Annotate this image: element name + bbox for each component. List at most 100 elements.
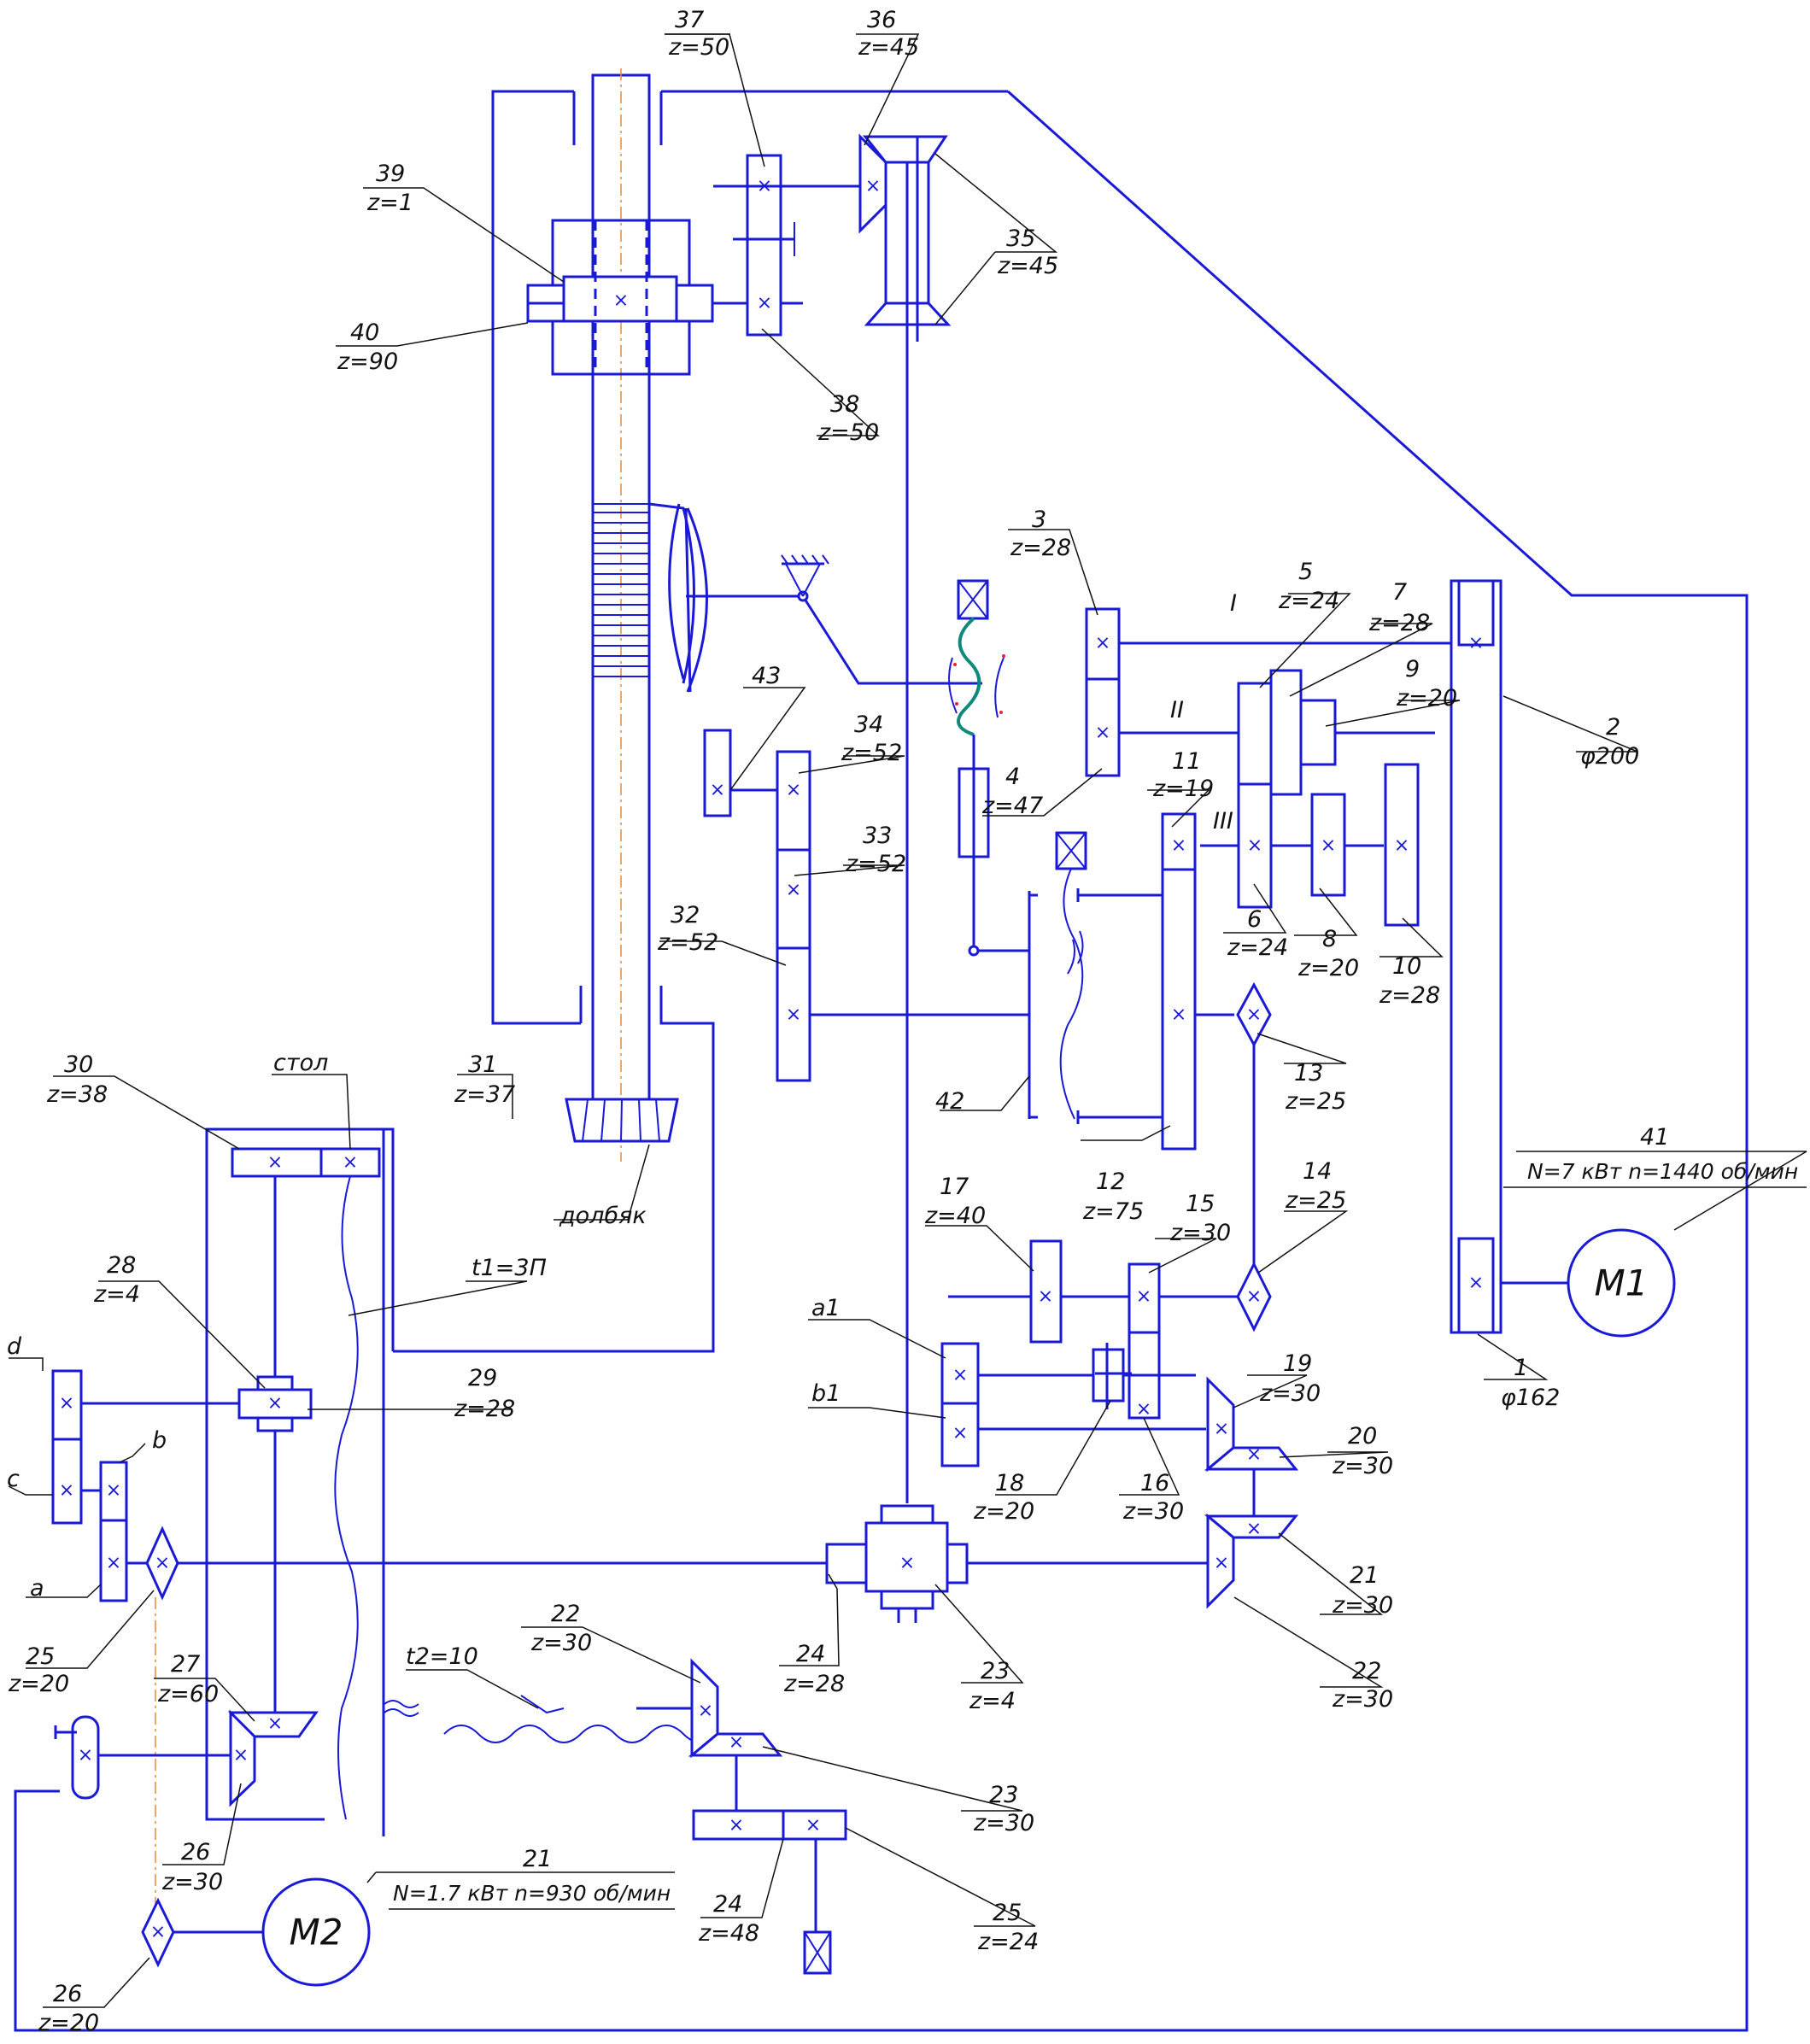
label-24b-z: z=48 [698, 1920, 759, 1947]
gear-6-mark: × [1247, 835, 1262, 857]
shaft-I-label: I [1230, 590, 1237, 617]
label-3-z: z=28 [1010, 535, 1071, 561]
label-20-z: z=30 [1332, 1453, 1393, 1479]
gear-10-mark: × [1394, 835, 1409, 857]
gear-25b-mark: × [805, 1815, 821, 1836]
bevel-gears-19-22-right: × × × × [1204, 1376, 1299, 1609]
label-m1-num: 41 [1640, 1124, 1669, 1151]
gear-43-mark: × [710, 780, 725, 801]
gearbox-shafts [1119, 641, 1451, 847]
label-m2-num: 21 [523, 1846, 552, 1872]
label-8-num: 8 [1322, 926, 1337, 952]
change-gears-abcd: × × × × × [51, 1369, 179, 1905]
label-m1-spec: N=7 кВт n=1440 об/мин [1527, 1159, 1798, 1184]
label-20-num: 20 [1348, 1423, 1377, 1450]
gear-13-mark: × [1246, 1004, 1262, 1026]
label-1-num: 1 [1514, 1355, 1528, 1381]
handwheel-mark: × [78, 1745, 93, 1766]
label-14-num: 14 [1303, 1158, 1332, 1185]
bevel-gears-22-23-bottom: × × [688, 1658, 783, 1811]
gear-26-mark: × [233, 1745, 249, 1766]
label-table: стол [273, 1050, 328, 1076]
worm-28-29: × [81, 1375, 313, 1432]
gear-32-mark: × [786, 1004, 801, 1026]
gear-15-mark: × [1136, 1286, 1151, 1308]
label-33-z: z=52 [845, 851, 906, 877]
gear-39-mark: × [613, 290, 629, 312]
label-29-z: z=28 [454, 1396, 515, 1422]
label-25l-z: z=20 [8, 1671, 69, 1697]
label-38-z: z=50 [817, 419, 879, 446]
label-3-num: 3 [1032, 507, 1046, 533]
label-underlines [389, 33, 1807, 1910]
gear-27-mark: × [267, 1713, 283, 1735]
label-d: d [7, 1333, 22, 1360]
label-26b-z: z=20 [38, 2010, 99, 2036]
gear-14-mark: × [1246, 1286, 1262, 1308]
motor-m2: × M2 [141, 1877, 371, 1987]
shaft-II-label: II [1170, 697, 1184, 723]
gear-4-mark: × [1095, 723, 1110, 744]
label-2-num: 2 [1606, 714, 1620, 741]
label-26b-num: 26 [53, 1981, 82, 2007]
gear-38-mark: × [757, 293, 772, 314]
gear-19-mark: × [1214, 1419, 1229, 1440]
label-25b-num: 25 [993, 1900, 1022, 1926]
motor-m2-label: M2 [290, 1912, 343, 1953]
gear-30-mark: × [267, 1152, 283, 1174]
gear-3-mark: × [1095, 633, 1110, 654]
label-5-num: 5 [1298, 559, 1313, 585]
label-24m-z: z=28 [783, 1671, 845, 1697]
label-18-num: 18 [995, 1470, 1024, 1496]
label-35-z: z=45 [997, 253, 1058, 279]
label-22-z: z=30 [530, 1630, 592, 1656]
gears-a1-b1-18: × × [940, 1342, 1206, 1467]
label-34-z: z=52 [841, 740, 902, 766]
callout-leaders [8, 33, 1807, 2008]
gear-8-10: × × [1310, 763, 1420, 927]
label-22-num: 22 [551, 1601, 580, 1627]
gear-22-mark: × [698, 1701, 713, 1722]
gear-a1-mark: × [952, 1365, 968, 1386]
crank-mechanism [781, 554, 1029, 957]
label-34-num: 34 [854, 712, 883, 738]
label-15-z: z=30 [1169, 1220, 1231, 1246]
label-9-num: 9 [1405, 656, 1420, 682]
gear-21-mark: × [1246, 1519, 1262, 1540]
label-6-num: 6 [1247, 906, 1262, 933]
label-10-z: z=28 [1379, 982, 1440, 1009]
label-26l-z: z=30 [161, 1869, 223, 1895]
label-6-z: z=24 [1227, 934, 1288, 961]
label-12-num: 12 [1096, 1168, 1125, 1195]
label-22r-num: 22 [1352, 1658, 1381, 1684]
label-23m-num: 23 [981, 1658, 1010, 1684]
label-31-num: 31 [468, 1051, 497, 1078]
gears-37-38: × × [712, 154, 864, 337]
label-39-z: z=1 [366, 190, 413, 216]
gears-32-34: × × × × [703, 729, 1029, 1082]
label-b: b [152, 1427, 167, 1454]
gear-b-mark: × [106, 1480, 121, 1502]
worm-gear-39-40: × [526, 219, 714, 376]
lead-screw-t2 [384, 1695, 718, 1743]
label-21r-z: z=30 [1332, 1592, 1393, 1619]
gear-d-mark: × [59, 1393, 74, 1414]
label-25b-z: z=24 [977, 1929, 1039, 1955]
gear-3-4: × × [1085, 607, 1121, 777]
label-7-num: 7 [1392, 579, 1407, 606]
gear-31-mark: × [343, 1152, 358, 1174]
label-m2-spec: N=1.7 кВт n=930 об/мин [393, 1881, 671, 1906]
gear-37-mark: × [757, 176, 772, 197]
label-4-num: 4 [1005, 764, 1020, 790]
spindle [565, 68, 803, 1162]
gear-24b-mark: × [729, 1815, 744, 1836]
label-t1: t1=3П [472, 1255, 547, 1281]
label-13-z: z=25 [1285, 1088, 1346, 1115]
label-2-z: φ200 [1580, 743, 1639, 770]
shaft-III-label: III [1213, 808, 1233, 835]
pulley-1-mark: × [1468, 1273, 1484, 1294]
label-a1: a1 [811, 1295, 841, 1321]
motor-m1: M1 [1567, 1228, 1676, 1338]
gears-24-25-bottom: × × [692, 1809, 847, 1975]
